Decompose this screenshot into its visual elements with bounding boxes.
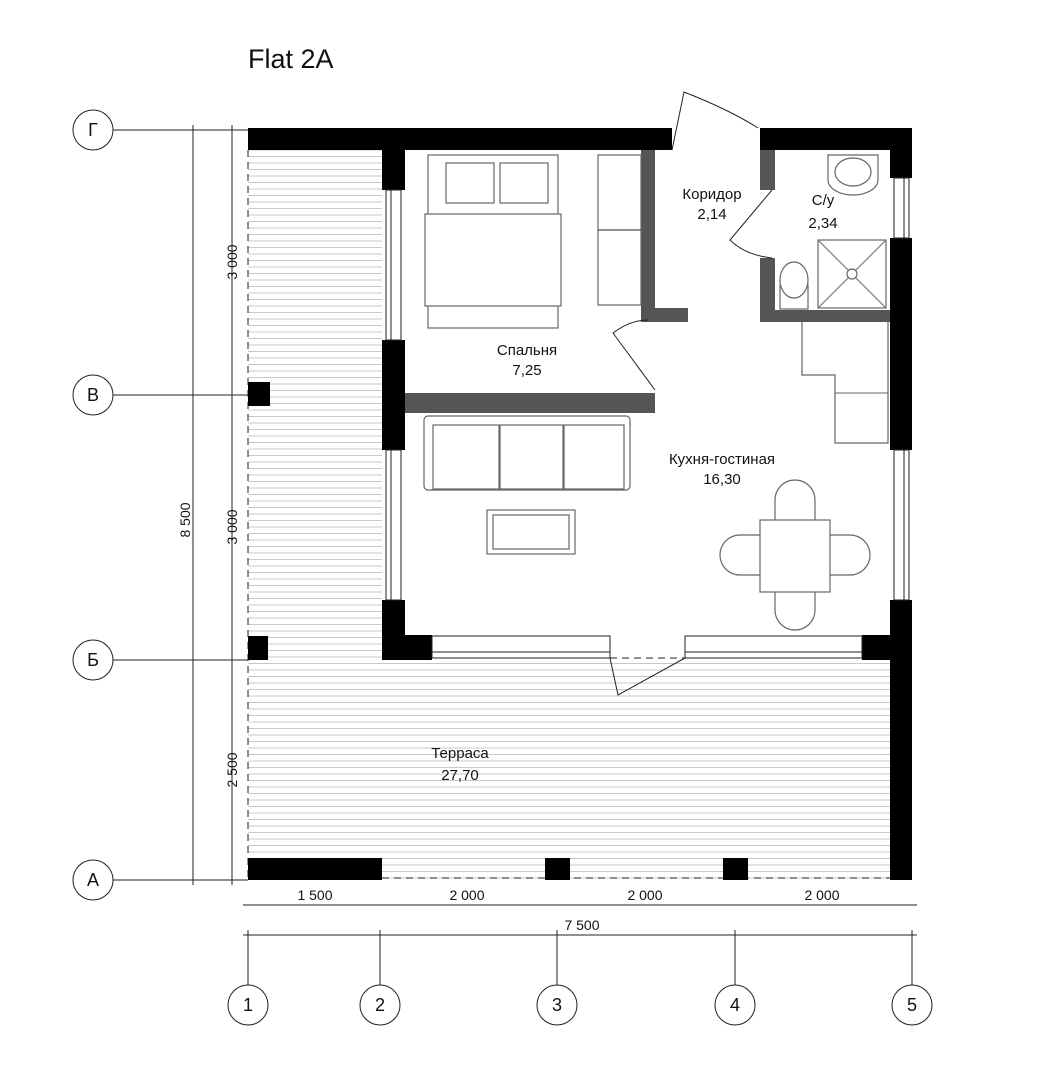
axis-col-2: 2: [375, 995, 385, 1015]
room-label-bathroom: С/у: [812, 192, 835, 209]
bed: [424, 154, 562, 329]
row-axis-markers: Г В Б А: [72, 109, 114, 901]
room-area-bathroom: 2,34: [808, 215, 837, 232]
horizontal-dimensions: [243, 904, 917, 985]
dining-set: [719, 479, 871, 631]
axis-col-3: 3: [552, 995, 562, 1015]
dim-horizontal-1: 1 500: [297, 887, 332, 903]
terrace-deck: [247, 150, 890, 880]
room-area-corridor: 2,14: [697, 206, 726, 223]
wardrobe: [597, 154, 642, 306]
dim-vertical-total: 8 500: [177, 502, 193, 537]
column-axis-markers: 1 2 3 4 5: [227, 984, 933, 1026]
plan-title: Flat 2A: [248, 44, 334, 74]
room-area-terrace: 27,70: [441, 767, 479, 784]
dim-vertical-2: 3 000: [224, 509, 240, 544]
axis-col-5: 5: [907, 995, 917, 1015]
room-area-living: 16,30: [703, 471, 741, 488]
windows: [385, 177, 910, 659]
axis-col-1: 1: [243, 995, 253, 1015]
room-area-bedroom: 7,25: [512, 362, 541, 379]
sofa: [423, 415, 631, 491]
kitchen-counter: [801, 322, 889, 444]
room-label-living: Кухня-гостиная: [669, 451, 775, 468]
room-label-bedroom: Спальня: [497, 342, 557, 359]
axis-row-1: Г: [88, 120, 98, 140]
dim-vertical-3: 2 500: [224, 752, 240, 787]
interior-partitions: [405, 150, 890, 413]
axis-row-2: В: [87, 385, 99, 405]
dim-vertical-1: 3 000: [224, 244, 240, 279]
room-label-corridor: Коридор: [682, 186, 741, 203]
vertical-dimensions: [113, 125, 248, 885]
dim-horizontal-2: 2 000: [449, 887, 484, 903]
bathroom-fixtures: [779, 154, 887, 310]
doors: [609, 91, 773, 696]
axis-row-3: Б: [87, 650, 99, 670]
dim-horizontal-3: 2 000: [627, 887, 662, 903]
room-label-terrace: Терраса: [431, 745, 489, 762]
exterior-walls: [248, 128, 912, 880]
axis-col-4: 4: [730, 995, 740, 1015]
axis-row-4: А: [87, 870, 99, 890]
dim-horizontal-total: 7 500: [564, 917, 599, 933]
coffee-table: [486, 509, 576, 555]
dim-horizontal-4: 2 000: [804, 887, 839, 903]
